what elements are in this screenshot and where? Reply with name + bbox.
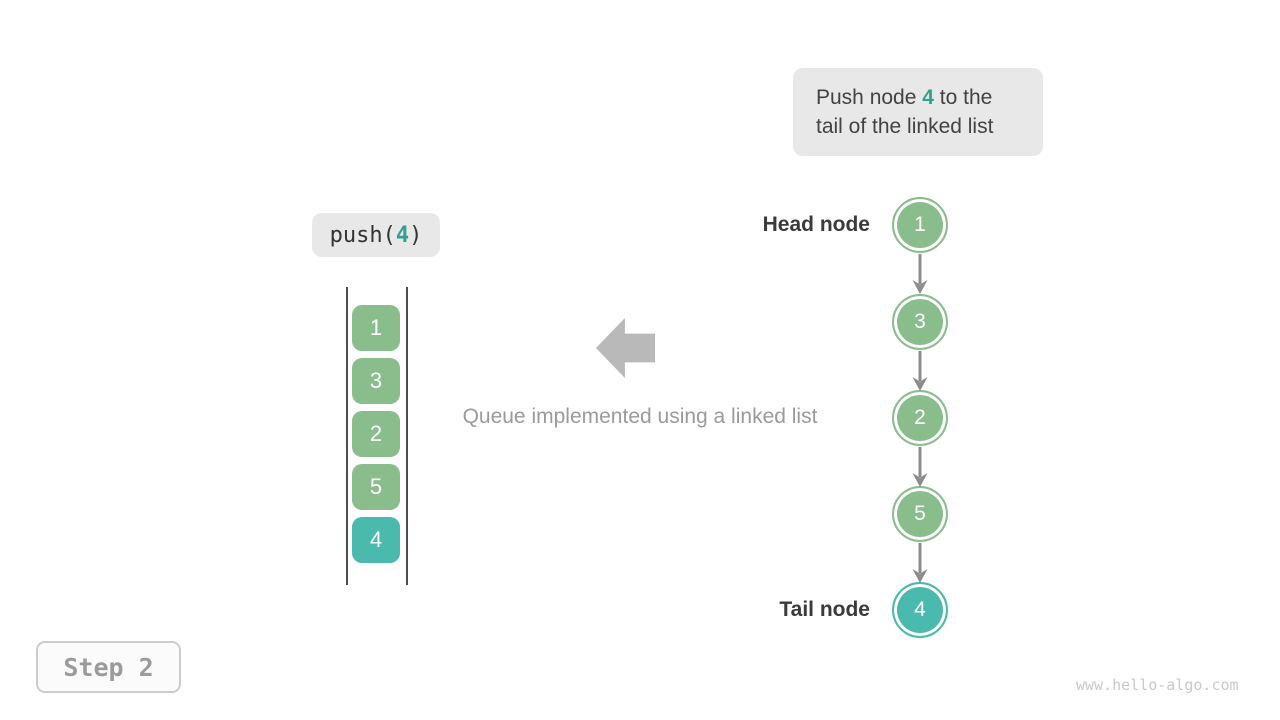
queue-item: 1 — [352, 305, 400, 351]
queue-item-highlighted: 4 — [352, 517, 400, 563]
push-call-arg: 4 — [395, 222, 410, 248]
callout-text-suffix: to the — [933, 86, 993, 109]
queue-item: 5 — [352, 464, 400, 510]
arrow-down-icon — [912, 447, 928, 487]
arrow-down-icon — [912, 543, 928, 583]
arrow-down-icon — [912, 254, 928, 294]
push-call-label: push(4) — [312, 213, 440, 257]
linked-list-node: 1 — [892, 197, 948, 253]
arrow-down-icon — [912, 351, 928, 391]
linked-list-node: 5 — [892, 486, 948, 542]
callout-text-line2: tail of the linked list — [816, 115, 994, 138]
diagram-caption: Queue implemented using a linked list — [462, 405, 818, 428]
linked-list-node: 2 — [892, 390, 948, 446]
queue-column: 1 3 2 5 4 — [352, 305, 400, 563]
push-call-prefix: push( — [329, 222, 396, 248]
queue-item: 2 — [352, 411, 400, 457]
queue-rail-left — [346, 287, 348, 585]
linked-list-node-highlighted: 4 — [892, 582, 948, 638]
step-badge: Step 2 — [36, 641, 181, 693]
watermark-text: www.hello-algo.com — [1076, 676, 1239, 694]
push-call-suffix: ) — [409, 222, 423, 248]
left-arrow-icon — [596, 318, 655, 378]
callout-text-prefix: Push node — [816, 86, 923, 109]
callout-box: Push node 4 to the tail of the linked li… — [793, 68, 1043, 156]
linked-list-node: 3 — [892, 294, 948, 350]
queue-rail-right — [406, 287, 408, 585]
queue-item: 3 — [352, 358, 400, 404]
tail-node-label: Tail node — [779, 598, 870, 621]
callout-highlight-value: 4 — [922, 86, 934, 109]
head-node-label: Head node — [762, 213, 870, 236]
